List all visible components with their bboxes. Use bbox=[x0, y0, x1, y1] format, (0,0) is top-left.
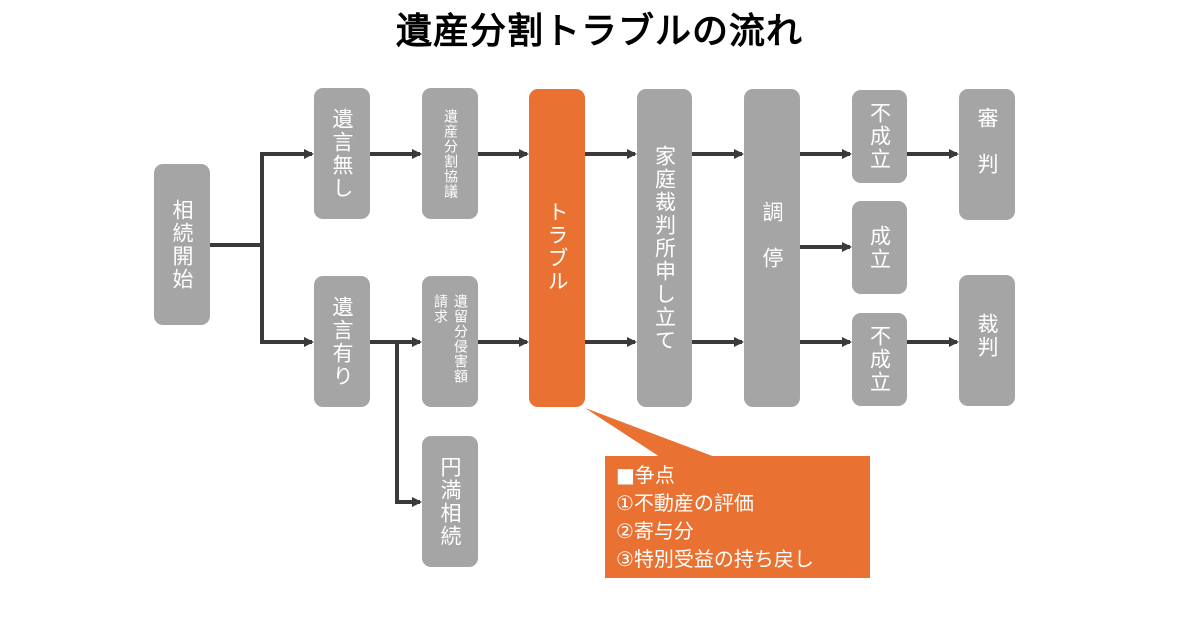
node-label: 成立 bbox=[867, 224, 892, 271]
callout-heading: ■争点 bbox=[616, 463, 675, 487]
node-amicable-inheritance: 円満相続 bbox=[422, 436, 478, 567]
node-label: 遺産分割協議 bbox=[442, 108, 458, 199]
node-division-talks: 遺産分割協議 bbox=[422, 88, 478, 219]
node-mediation-failed-bottom: 不成立 bbox=[852, 313, 907, 406]
node-label: 裁判 bbox=[975, 313, 999, 359]
callout-item: ①不動産の評価 bbox=[616, 491, 754, 515]
callout-item: ②寄与分 bbox=[616, 519, 694, 543]
node-label: トラブル bbox=[545, 201, 569, 293]
callout-pointer bbox=[585, 408, 715, 457]
callout-item: ③特別受益の持ち戻し bbox=[616, 547, 814, 571]
node-mediation-failed-top: 不成立 bbox=[852, 90, 907, 183]
page-title: 遺産分割トラブルの流れ bbox=[395, 11, 803, 52]
node-inheritance-start: 相続開始 bbox=[154, 164, 210, 325]
node-has-will: 遺言有り bbox=[314, 276, 370, 407]
node-reserved-portion-claim: 遺留分侵害額請求 bbox=[422, 276, 478, 407]
node-adjudication: 審 判 bbox=[959, 89, 1015, 220]
node-label: 遺言無し bbox=[330, 107, 354, 200]
node-label-line2: 請求 bbox=[432, 294, 448, 324]
node-label: 審 判 bbox=[975, 107, 999, 176]
node-lawsuit: 裁判 bbox=[959, 275, 1015, 406]
node-no-will: 遺言無し bbox=[314, 88, 370, 219]
node-trouble: トラブル bbox=[529, 89, 585, 407]
node-label: 不成立 bbox=[867, 102, 892, 171]
node-label: 遺言有り bbox=[330, 295, 354, 388]
node-label: 調 停 bbox=[760, 201, 784, 270]
node-label: 相続開始 bbox=[170, 198, 194, 291]
node-label: 家庭裁判所申し立て bbox=[652, 145, 677, 352]
node-label-line1: 遺留分侵害額 bbox=[452, 294, 468, 384]
node-family-court-filing: 家庭裁判所申し立て bbox=[637, 89, 692, 407]
node-label: 不成立 bbox=[867, 325, 892, 394]
node-mediation: 調 停 bbox=[744, 89, 800, 407]
node-label: 遺留分侵害額請求 bbox=[430, 294, 470, 384]
node-label: 円満相続 bbox=[438, 455, 462, 548]
node-mediation-success: 成立 bbox=[852, 201, 907, 294]
dispute-points-callout: ■争点 ①不動産の評価 ②寄与分 ③特別受益の持ち戻し bbox=[605, 456, 870, 578]
